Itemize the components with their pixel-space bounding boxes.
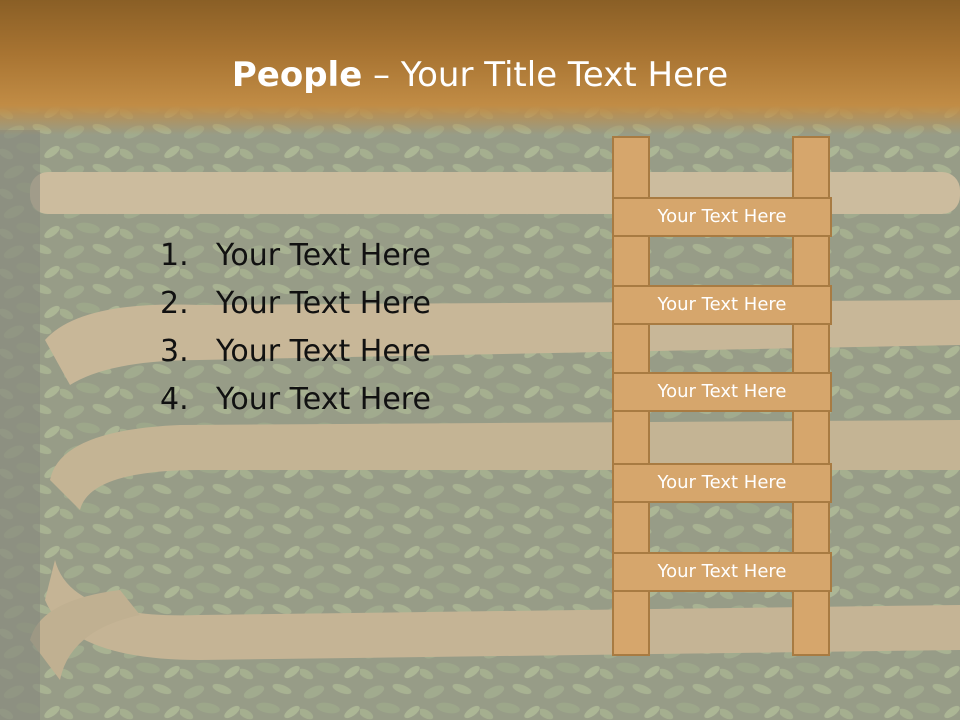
list-text: Your Text Here [216,382,431,417]
ladder-rung-3: Your Text Here [612,372,832,412]
ladder-rung-1: Your Text Here [612,197,832,237]
list-number: 1. [160,238,189,273]
list-item: 2. Your Text Here [160,280,431,328]
title-bold: People [231,55,363,95]
list-number: 2. [160,286,189,321]
title-band [0,0,960,135]
list-text: Your Text Here [216,334,431,369]
list-text: Your Text Here [216,238,431,273]
ladder-rung-4: Your Text Here [612,463,832,503]
list-text: Your Text Here [216,286,431,321]
list-item: 1. Your Text Here [160,232,431,280]
list-number: 3. [160,334,189,369]
list-item: 3. Your Text Here [160,328,431,376]
list-number: 4. [160,382,189,417]
slide-title: People – Your Title Text Here [0,52,960,98]
ladder-rung-2: Your Text Here [612,285,832,325]
list-item: 4. Your Text Here [160,376,431,424]
title-rest: – Your Title Text Here [362,55,729,95]
numbered-list: 1. Your Text Here 2. Your Text Here 3. Your… [160,232,431,424]
ladder-rung-5: Your Text Here [612,552,832,592]
